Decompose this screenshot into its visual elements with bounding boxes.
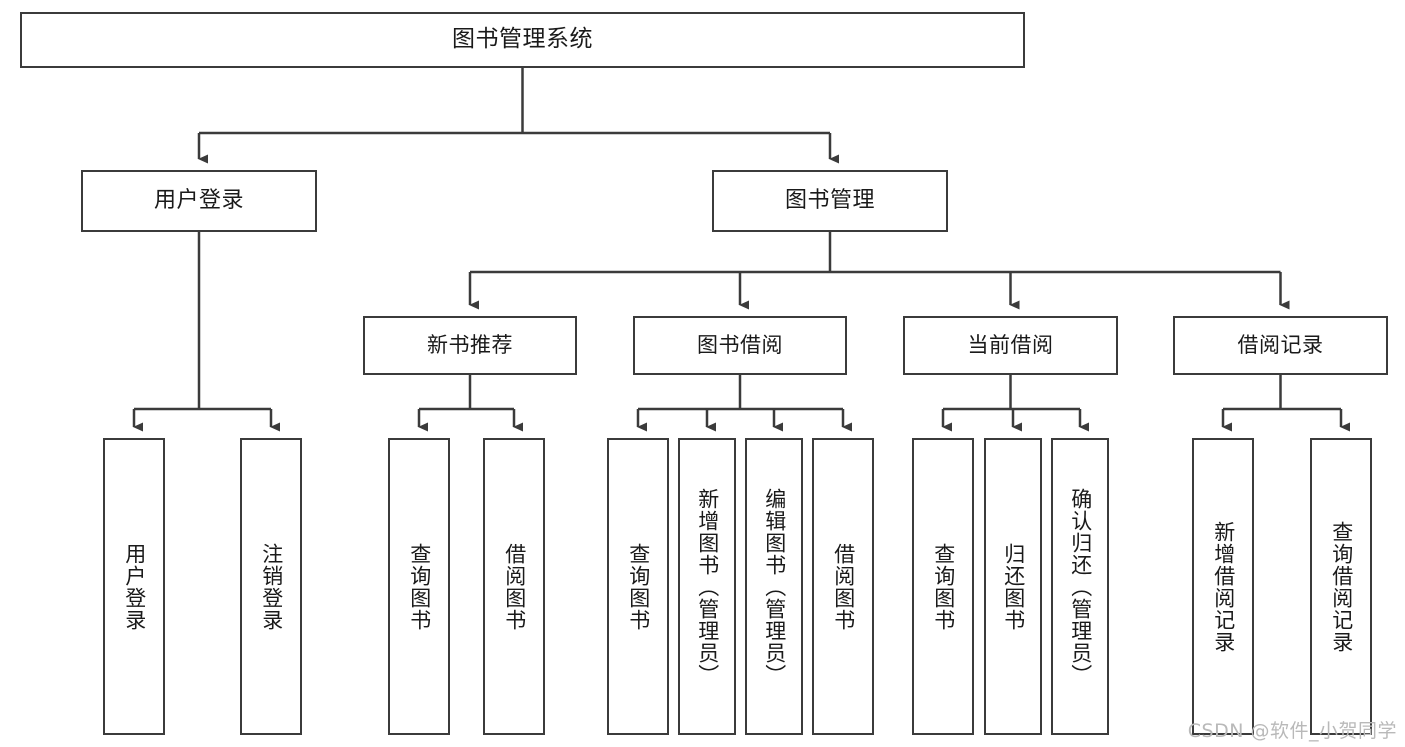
node-leaf-borrow-books-borrow[interactable]: 借阅图书 bbox=[812, 438, 874, 735]
node-label: 图书管理系统 bbox=[452, 26, 593, 53]
node-new-book-recommend[interactable]: 新书推荐 bbox=[363, 316, 577, 375]
node-book-management[interactable]: 图书管理 bbox=[712, 170, 948, 232]
node-user-login[interactable]: 用户登录 bbox=[81, 170, 317, 232]
node-label: 图书借阅 bbox=[697, 332, 783, 357]
node-root[interactable]: 图书管理系统 bbox=[20, 12, 1025, 68]
node-borrow-record[interactable]: 借阅记录 bbox=[1173, 316, 1388, 375]
node-label: 新增图书（管理员） bbox=[695, 487, 720, 686]
node-current-borrow[interactable]: 当前借阅 bbox=[903, 316, 1118, 375]
node-leaf-user-logout[interactable]: 注销登录 bbox=[240, 438, 302, 735]
node-leaf-add-borrow-record[interactable]: 新增借阅记录 bbox=[1192, 438, 1254, 735]
node-label: 用户登录 bbox=[153, 187, 244, 213]
node-leaf-query-books-rec[interactable]: 查询图书 bbox=[388, 438, 450, 735]
node-leaf-query-books-current[interactable]: 查询图书 bbox=[912, 438, 974, 735]
node-label: 确认归还（管理员） bbox=[1068, 487, 1093, 686]
node-label: 编辑图书（管理员） bbox=[762, 487, 787, 686]
node-label: 借阅记录 bbox=[1237, 332, 1324, 357]
node-label: 查询图书 bbox=[407, 542, 432, 631]
node-label: 查询图书 bbox=[931, 542, 956, 631]
node-book-borrow[interactable]: 图书借阅 bbox=[633, 316, 847, 375]
node-label: 当前借阅 bbox=[967, 332, 1054, 357]
node-leaf-query-books-borrow[interactable]: 查询图书 bbox=[607, 438, 669, 735]
node-label: 图书管理 bbox=[784, 187, 875, 213]
node-label: 查询借阅记录 bbox=[1329, 520, 1354, 653]
node-leaf-user-login[interactable]: 用户登录 bbox=[103, 438, 165, 735]
node-leaf-add-book-admin[interactable]: 新增图书（管理员） bbox=[678, 438, 736, 735]
node-leaf-borrow-books-rec[interactable]: 借阅图书 bbox=[483, 438, 545, 735]
node-label: 借阅图书 bbox=[502, 542, 527, 631]
node-label: 新增借阅记录 bbox=[1211, 520, 1236, 653]
node-leaf-edit-book-admin[interactable]: 编辑图书（管理员） bbox=[745, 438, 803, 735]
node-label: 新书推荐 bbox=[427, 332, 513, 357]
node-leaf-confirm-return-admin[interactable]: 确认归还（管理员） bbox=[1051, 438, 1109, 735]
node-label: 借阅图书 bbox=[831, 542, 856, 631]
node-label: 查询图书 bbox=[626, 542, 651, 631]
node-label: 用户登录 bbox=[122, 542, 147, 631]
node-label: 归还图书 bbox=[1001, 542, 1026, 631]
node-label: 注销登录 bbox=[259, 542, 284, 631]
node-leaf-return-books[interactable]: 归还图书 bbox=[984, 438, 1042, 735]
node-leaf-query-borrow-record[interactable]: 查询借阅记录 bbox=[1310, 438, 1372, 735]
